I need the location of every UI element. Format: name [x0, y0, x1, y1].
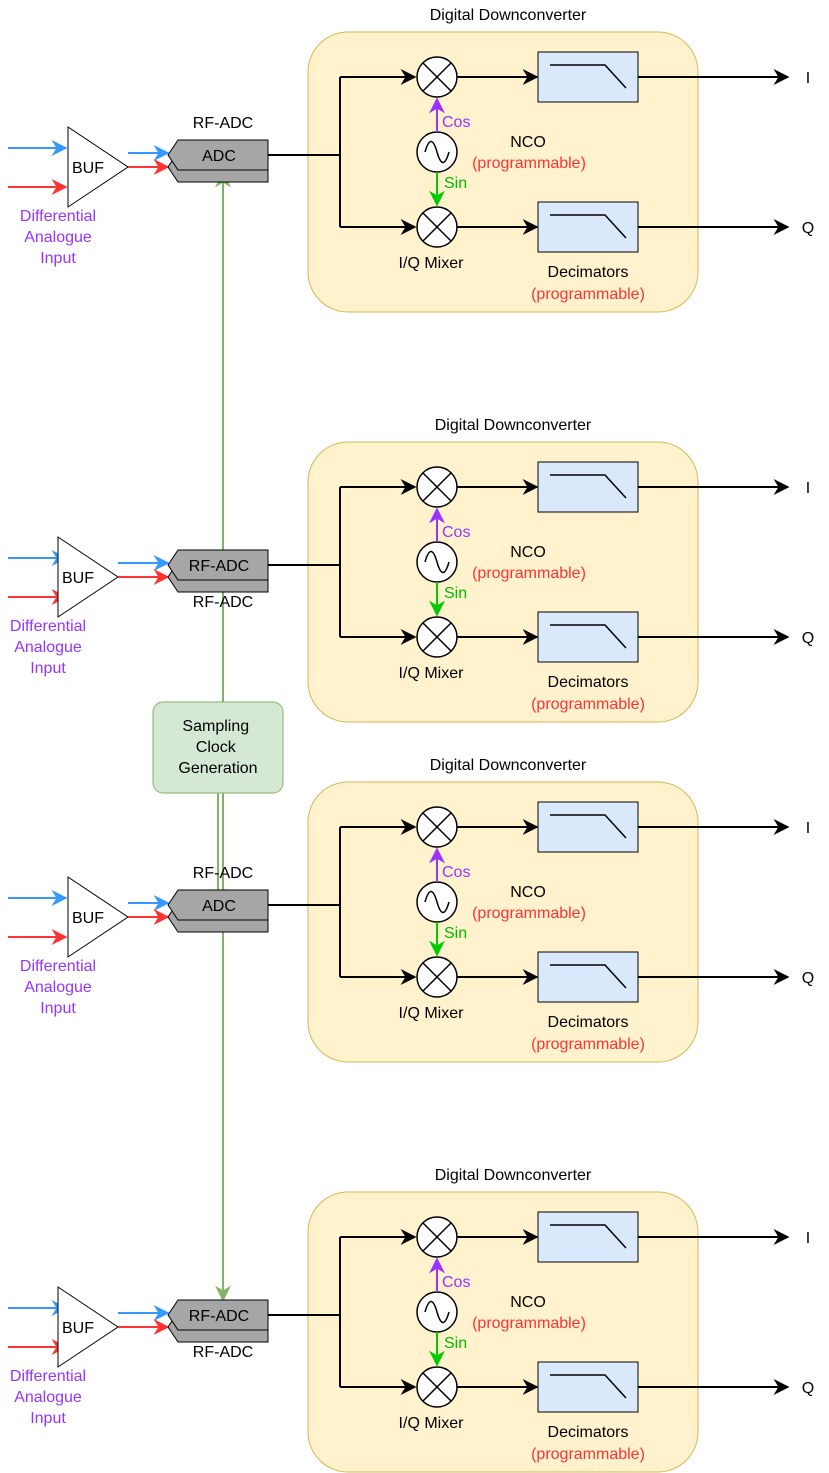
- nco-label: NCO: [510, 884, 546, 901]
- decimator-label: Decimators: [548, 674, 629, 691]
- buffer-label: BUF: [62, 1320, 94, 1337]
- nco-programmable-label: (programmable): [472, 565, 586, 582]
- cos-label: Cos: [442, 114, 470, 131]
- adc-box: [167, 549, 269, 581]
- output-i-label: I: [806, 70, 810, 87]
- sampling-clock-box: [152, 701, 284, 794]
- output-q-label: Q: [802, 1380, 814, 1397]
- sin-label: Sin: [444, 175, 467, 192]
- mixer-cross-icon: [416, 806, 458, 848]
- mixer-label: I/Q Mixer: [399, 1005, 465, 1022]
- sine-oscillator-icon: [416, 881, 458, 923]
- cos-label: Cos: [442, 1274, 470, 1291]
- cos-label: Cos: [442, 864, 470, 881]
- buffer-triangle-icon: [67, 126, 129, 208]
- mixer-cross-icon: [416, 1366, 458, 1408]
- clock-network: Sampling Clock Generation: [152, 171, 284, 1302]
- lowpass-filter-icon: [537, 801, 639, 853]
- output-i-label: I: [806, 820, 810, 837]
- adc-box-label: RF-ADC: [189, 558, 249, 575]
- adc-caption: RF-ADC: [193, 594, 253, 611]
- lowpass-filter-icon: [537, 1361, 639, 1413]
- mixer-cross-icon: [416, 56, 458, 98]
- buffer-label: BUF: [62, 570, 94, 587]
- mixer-label: I/Q Mixer: [399, 1415, 465, 1432]
- nco-programmable-label: (programmable): [472, 1315, 586, 1332]
- decimator-programmable-label: (programmable): [531, 286, 645, 303]
- cos-label: Cos: [442, 524, 470, 541]
- nco-programmable-label: (programmable): [472, 155, 586, 172]
- nco-label: NCO: [510, 1294, 546, 1311]
- ddc-container: [307, 441, 699, 723]
- ddc-title: Digital Downconverter: [435, 1167, 592, 1184]
- lowpass-filter-icon: [537, 951, 639, 1003]
- mixer-cross-icon: [416, 956, 458, 998]
- ddc-title: Digital Downconverter: [430, 757, 587, 774]
- output-i-label: I: [806, 1230, 810, 1247]
- lowpass-filter-icon: [537, 201, 639, 253]
- decimator-label: Decimators: [548, 1424, 629, 1441]
- buffer-label: BUF: [72, 910, 104, 927]
- sin-label: Sin: [444, 1335, 467, 1352]
- buffer-triangle-icon: [67, 876, 129, 958]
- mixer-cross-icon: [416, 616, 458, 658]
- adc-box-label: ADC: [202, 898, 236, 915]
- decimator-label: Decimators: [548, 1014, 629, 1031]
- lowpass-filter-icon: [537, 1211, 639, 1263]
- buffer-label: BUF: [72, 160, 104, 177]
- nco-label: NCO: [510, 134, 546, 151]
- decimator-programmable-label: (programmable): [531, 1446, 645, 1463]
- adc-box-label: RF-ADC: [189, 1308, 249, 1325]
- adc-box-label: ADC: [202, 148, 236, 165]
- mixer-label: I/Q Mixer: [399, 255, 465, 272]
- adc-box: [167, 889, 269, 921]
- output-q-label: Q: [802, 630, 814, 647]
- ddc-title: Digital Downconverter: [435, 417, 592, 434]
- lowpass-filter-icon: [537, 611, 639, 663]
- sampling-clock-label: Sampling Clock Generation: [178, 718, 257, 777]
- adc-caption: RF-ADC: [193, 115, 253, 132]
- output-q-label: Q: [802, 970, 814, 987]
- buffer-triangle-icon: [57, 536, 119, 618]
- buffer-triangle-icon: [57, 1286, 119, 1368]
- sine-oscillator-icon: [416, 131, 458, 173]
- output-q-label: Q: [802, 220, 814, 237]
- nco-label: NCO: [510, 544, 546, 561]
- lowpass-filter-icon: [537, 51, 639, 103]
- ddc-container: [307, 31, 699, 313]
- sin-label: Sin: [444, 925, 467, 942]
- sin-label: Sin: [444, 585, 467, 602]
- mixer-cross-icon: [416, 1216, 458, 1258]
- mixer-label: I/Q Mixer: [399, 665, 465, 682]
- decimator-programmable-label: (programmable): [531, 696, 645, 713]
- lowpass-filter-icon: [537, 461, 639, 513]
- adc-caption: RF-ADC: [193, 865, 253, 882]
- decimator-label: Decimators: [548, 264, 629, 281]
- ddc-container: [307, 1191, 699, 1473]
- adc-box: [167, 139, 269, 171]
- nco-programmable-label: (programmable): [472, 905, 586, 922]
- adc-box: [167, 1299, 269, 1331]
- ddc-container: [307, 781, 699, 1063]
- mixer-cross-icon: [416, 206, 458, 248]
- sine-oscillator-icon: [416, 541, 458, 583]
- mixer-cross-icon: [416, 466, 458, 508]
- output-i-label: I: [806, 480, 810, 497]
- decimator-programmable-label: (programmable): [531, 1036, 645, 1053]
- ddc-title: Digital Downconverter: [430, 7, 587, 24]
- sine-oscillator-icon: [416, 1291, 458, 1333]
- adc-caption: RF-ADC: [193, 1344, 253, 1361]
